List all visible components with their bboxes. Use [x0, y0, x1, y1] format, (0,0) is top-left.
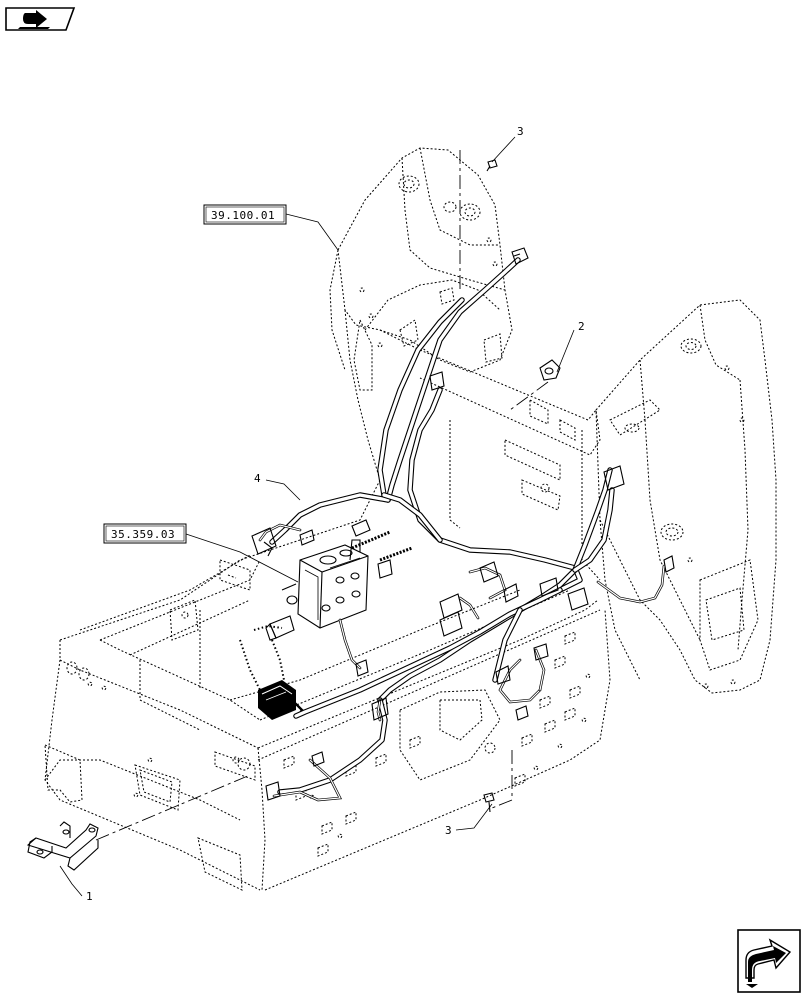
wiring-harness[interactable] — [269, 257, 615, 795]
clamp-part[interactable] — [509, 359, 561, 411]
rear-cross-member — [379, 329, 601, 581]
control-valve[interactable] — [265, 539, 369, 641]
callout-1: 1 — [86, 890, 93, 903]
reference-39-100-01: 39.100.01 — [211, 209, 275, 222]
screw-top[interactable] — [459, 150, 498, 290]
reference-box-lower[interactable]: 35.359.03 — [103, 523, 187, 544]
left-upright — [329, 147, 513, 481]
harness-connectors — [251, 247, 675, 801]
leader-lines — [59, 136, 575, 897]
callout-3-bottom: 3 — [445, 824, 452, 837]
reference-35-359-03: 35.359.03 — [111, 528, 175, 541]
wire-branches — [258, 523, 666, 802]
callout-3-top: 3 — [517, 125, 524, 138]
book-arrow-icon[interactable] — [5, 7, 76, 31]
screw-bottom[interactable] — [483, 750, 513, 813]
right-upright — [595, 299, 777, 694]
terminal-strips — [239, 530, 413, 695]
callout-4: 4 — [254, 472, 261, 485]
frame-slots — [283, 631, 581, 857]
reference-box-upper[interactable]: 39.100.01 — [203, 204, 287, 225]
callout-labels: 3 2 4 3 1 — [86, 125, 585, 903]
next-page-arrow-icon[interactable] — [737, 929, 801, 993]
callout-2: 2 — [578, 320, 585, 333]
bracket-part[interactable] — [26, 774, 251, 871]
